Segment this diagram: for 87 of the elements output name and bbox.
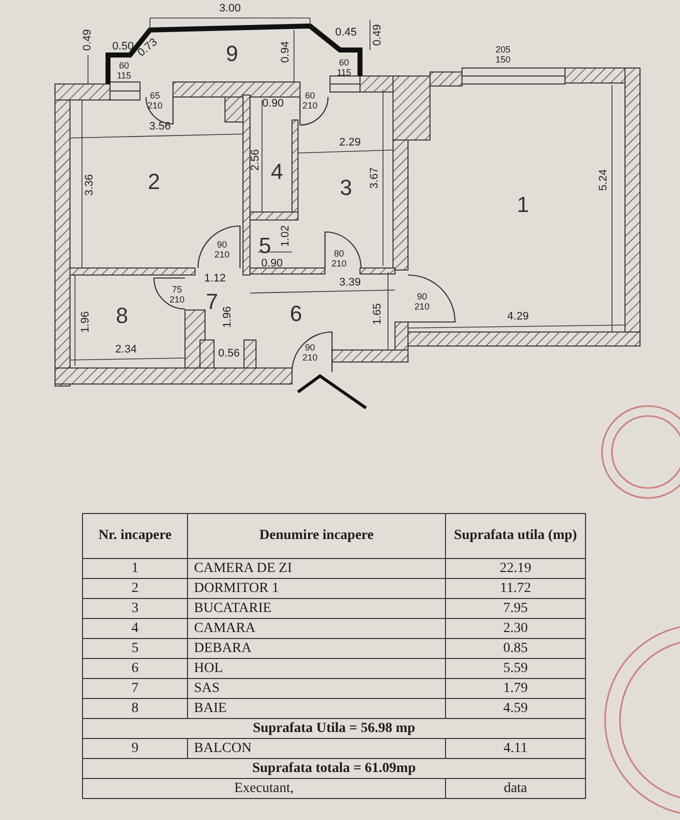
dimension-label: 0.90: [261, 258, 283, 270]
table-cell: 4.11: [446, 738, 586, 758]
opening-size-label: 210: [414, 302, 430, 312]
opening-size-label: 90: [305, 344, 315, 352]
column-header: Denumire incapere: [188, 514, 446, 558]
dimension-label: 0.49: [372, 24, 384, 46]
dimension-label: 2.34: [115, 344, 137, 356]
opening-size-label: 210: [169, 296, 185, 304]
dimension-label: 1.96: [80, 311, 92, 333]
column-header: Nr. incapere: [82, 514, 188, 558]
table-cell: 1.79: [446, 678, 586, 698]
table-cell: 2.30: [446, 618, 586, 638]
dimension-label: 3.67: [370, 167, 380, 189]
opening-size-label: 115: [116, 72, 132, 80]
table-cell: 2: [82, 578, 188, 598]
table-cell: 5.59: [446, 658, 586, 678]
table-cell: Suprafata Utila = 56.98 mp: [82, 718, 586, 738]
table-cell: Suprafata totala = 61.09mp: [82, 758, 586, 778]
dimension-label: 0.56: [218, 348, 240, 360]
room-number: 9: [226, 43, 238, 65]
table-cell: CAMARA: [188, 618, 446, 638]
table-cell: 8: [82, 698, 188, 718]
table-cell: 4: [82, 618, 188, 638]
table-cell: 4.59: [446, 698, 586, 718]
column-header: Suprafata utila (mp): [446, 514, 586, 558]
dimension-label: 1.96: [222, 306, 234, 328]
table-cell: 0.85: [446, 638, 586, 658]
table-cell: 3: [82, 598, 188, 618]
dimension-label: 3.36: [84, 174, 96, 196]
dimension-label: 1.02: [280, 225, 292, 247]
opening-size-label: 60: [339, 58, 349, 68]
opening-size-label: 65: [150, 92, 160, 100]
table-cell: Executant,: [82, 778, 446, 798]
opening-size-label: 210: [302, 102, 318, 110]
room-number: 7: [206, 291, 218, 313]
room-number: 8: [116, 305, 128, 327]
room-number: 4: [270, 161, 284, 183]
table-cell: 9: [82, 738, 188, 758]
table-cell: DORMITOR 1: [188, 578, 446, 598]
room-number: 2: [148, 171, 160, 193]
table-cell: data: [446, 778, 586, 798]
room-number: 5: [258, 235, 272, 257]
dimension-label: 3.39: [339, 278, 361, 288]
table-cell: BAIE: [188, 698, 446, 718]
table-cell: 1: [82, 558, 188, 578]
opening-size-label: 115: [336, 68, 352, 78]
table-cell: 7: [82, 678, 188, 698]
opening-size-label: 60: [305, 92, 315, 100]
opening-size-label: 60: [119, 62, 129, 70]
table-cell: 6: [82, 658, 188, 678]
opening-size-label: 210: [147, 102, 163, 110]
opening-size-label: 80: [334, 250, 344, 258]
opening-size-label: 90: [417, 292, 427, 302]
table-cell: CAMERA DE ZI: [188, 558, 446, 578]
dimension-label: 0.94: [280, 41, 292, 63]
opening-size-label: 90: [217, 240, 227, 250]
dimension-label: 2.29: [339, 138, 361, 148]
dimension-label: 5.24: [598, 169, 610, 191]
opening-size-label: 205: [495, 46, 511, 54]
table-cell: HOL: [188, 658, 446, 678]
table-cell: BALCON: [188, 738, 446, 758]
dimension-label: 1.12: [204, 274, 226, 284]
opening-size-label: 210: [214, 250, 230, 260]
opening-size-label: 210: [331, 260, 347, 268]
dimension-label: 3.56: [149, 122, 171, 132]
dimension-label: 0.90: [262, 98, 284, 110]
room-number: 1: [516, 194, 530, 216]
table-cell: BUCATARIE: [188, 598, 446, 618]
dimension-label: 3.00: [219, 4, 241, 14]
dimension-label: 2.56: [250, 149, 262, 171]
table-cell: 7.95: [446, 598, 586, 618]
dimension-label: 0.73: [136, 36, 160, 60]
dimension-label: 0.49: [82, 29, 94, 51]
table-cell: 5: [82, 638, 188, 658]
room-number: 6: [290, 303, 302, 325]
opening-size-label: 75: [172, 286, 182, 294]
table-cell: DEBARA: [188, 638, 446, 658]
dimension-label: 0.50: [112, 42, 134, 52]
dimension-label: 4.29: [507, 312, 529, 322]
dimension-label: 0.45: [335, 28, 357, 38]
table-cell: 11.72: [446, 578, 586, 598]
table-cell: SAS: [188, 678, 446, 698]
dimension-label: 1.65: [372, 303, 384, 325]
opening-size-label: 150: [495, 56, 511, 64]
opening-size-label: 210: [302, 354, 318, 362]
room-number: 3: [340, 177, 352, 199]
table-cell: 22.19: [446, 558, 586, 578]
